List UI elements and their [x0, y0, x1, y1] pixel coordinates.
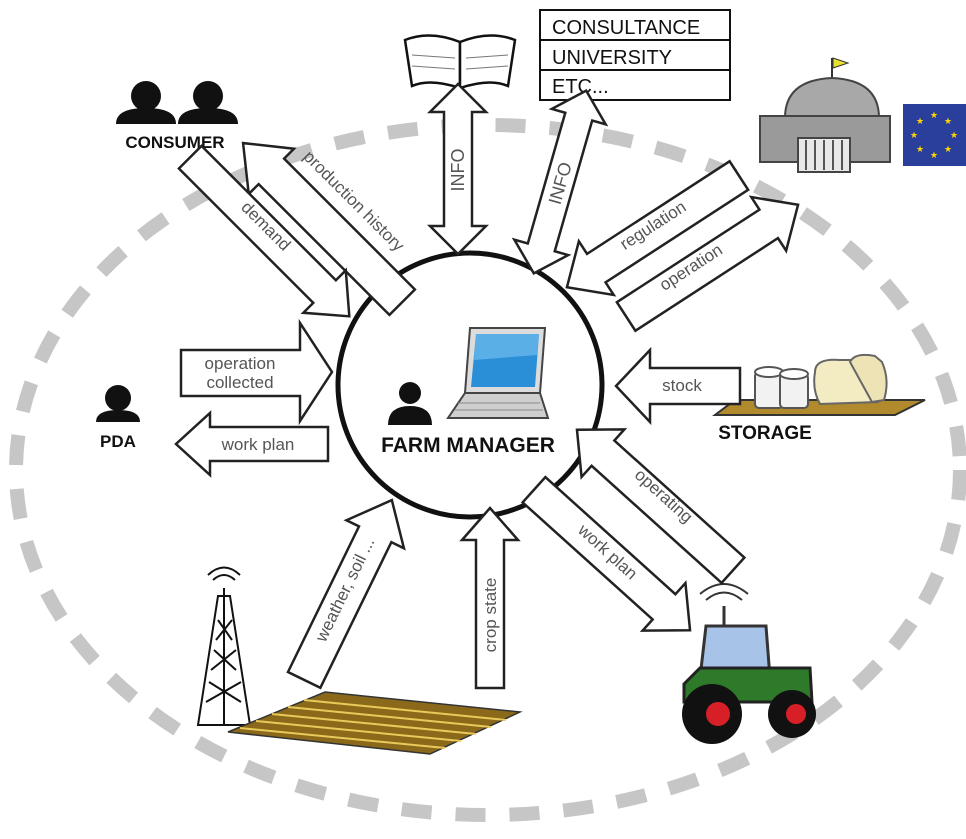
pda-label: PDA	[100, 432, 136, 451]
pda-person-icon	[96, 385, 140, 422]
arrow-operation-collected	[179, 318, 334, 426]
consumer-label: CONSUMER	[125, 133, 224, 152]
info-sources-table: CONSULTANCE UNIVERSITY ETC...	[539, 9, 731, 101]
eu-flag-icon: ★ ★ ★ ★ ★ ★ ★ ★	[903, 104, 966, 166]
arrow-stock	[614, 346, 742, 426]
book-icon	[403, 34, 517, 90]
arrow-info-sources	[511, 89, 609, 275]
government-building-icon	[759, 57, 891, 173]
arrow-work-plan-pda	[174, 410, 330, 478]
svg-text:★: ★	[916, 117, 924, 127]
laptop-icon	[446, 327, 550, 419]
farm-manager-label: FARM MANAGER	[381, 434, 555, 457]
arrow-regulation	[565, 159, 750, 297]
svg-text:★: ★	[944, 145, 952, 155]
field-icon	[227, 691, 523, 755]
arrow-operating	[575, 428, 747, 585]
arrow-info-book	[426, 82, 490, 256]
stock-label: stock	[662, 376, 702, 395]
arrow-weather-soil	[286, 498, 406, 690]
arrow-operation-gov	[615, 195, 800, 333]
info-source-etc: ETC...	[552, 76, 609, 98]
operation-collected-label-line2: collected	[206, 373, 273, 392]
crop-state-label: crop state	[481, 578, 500, 653]
svg-text:★: ★	[910, 131, 918, 141]
storage-icon	[712, 353, 926, 416]
svg-text:★: ★	[950, 131, 958, 141]
tractor-icon	[682, 583, 816, 744]
svg-text:★: ★	[930, 111, 938, 121]
farm-manager-person-icon	[388, 382, 432, 425]
svg-text:★: ★	[944, 117, 952, 127]
info-book-label: INFO	[448, 149, 468, 192]
svg-text:★: ★	[930, 151, 938, 161]
operation-collected-label-line1: operation	[205, 354, 276, 373]
arrow-production-history	[241, 141, 417, 317]
storage-label: STORAGE	[718, 423, 812, 444]
work-plan-pda-label: work plan	[221, 435, 295, 454]
svg-text:★: ★	[916, 145, 924, 155]
arrow-work-plan-tractor	[520, 475, 692, 632]
farm-boundary-dashed-ring	[9, 118, 966, 822]
arrow-crop-state	[459, 506, 521, 690]
arrow-demand	[177, 144, 351, 318]
info-source-consultance: CONSULTANCE	[552, 17, 700, 39]
antenna-tower-icon	[196, 566, 252, 726]
info-source-university: UNIVERSITY	[552, 47, 672, 69]
consumer-icon	[116, 81, 238, 124]
